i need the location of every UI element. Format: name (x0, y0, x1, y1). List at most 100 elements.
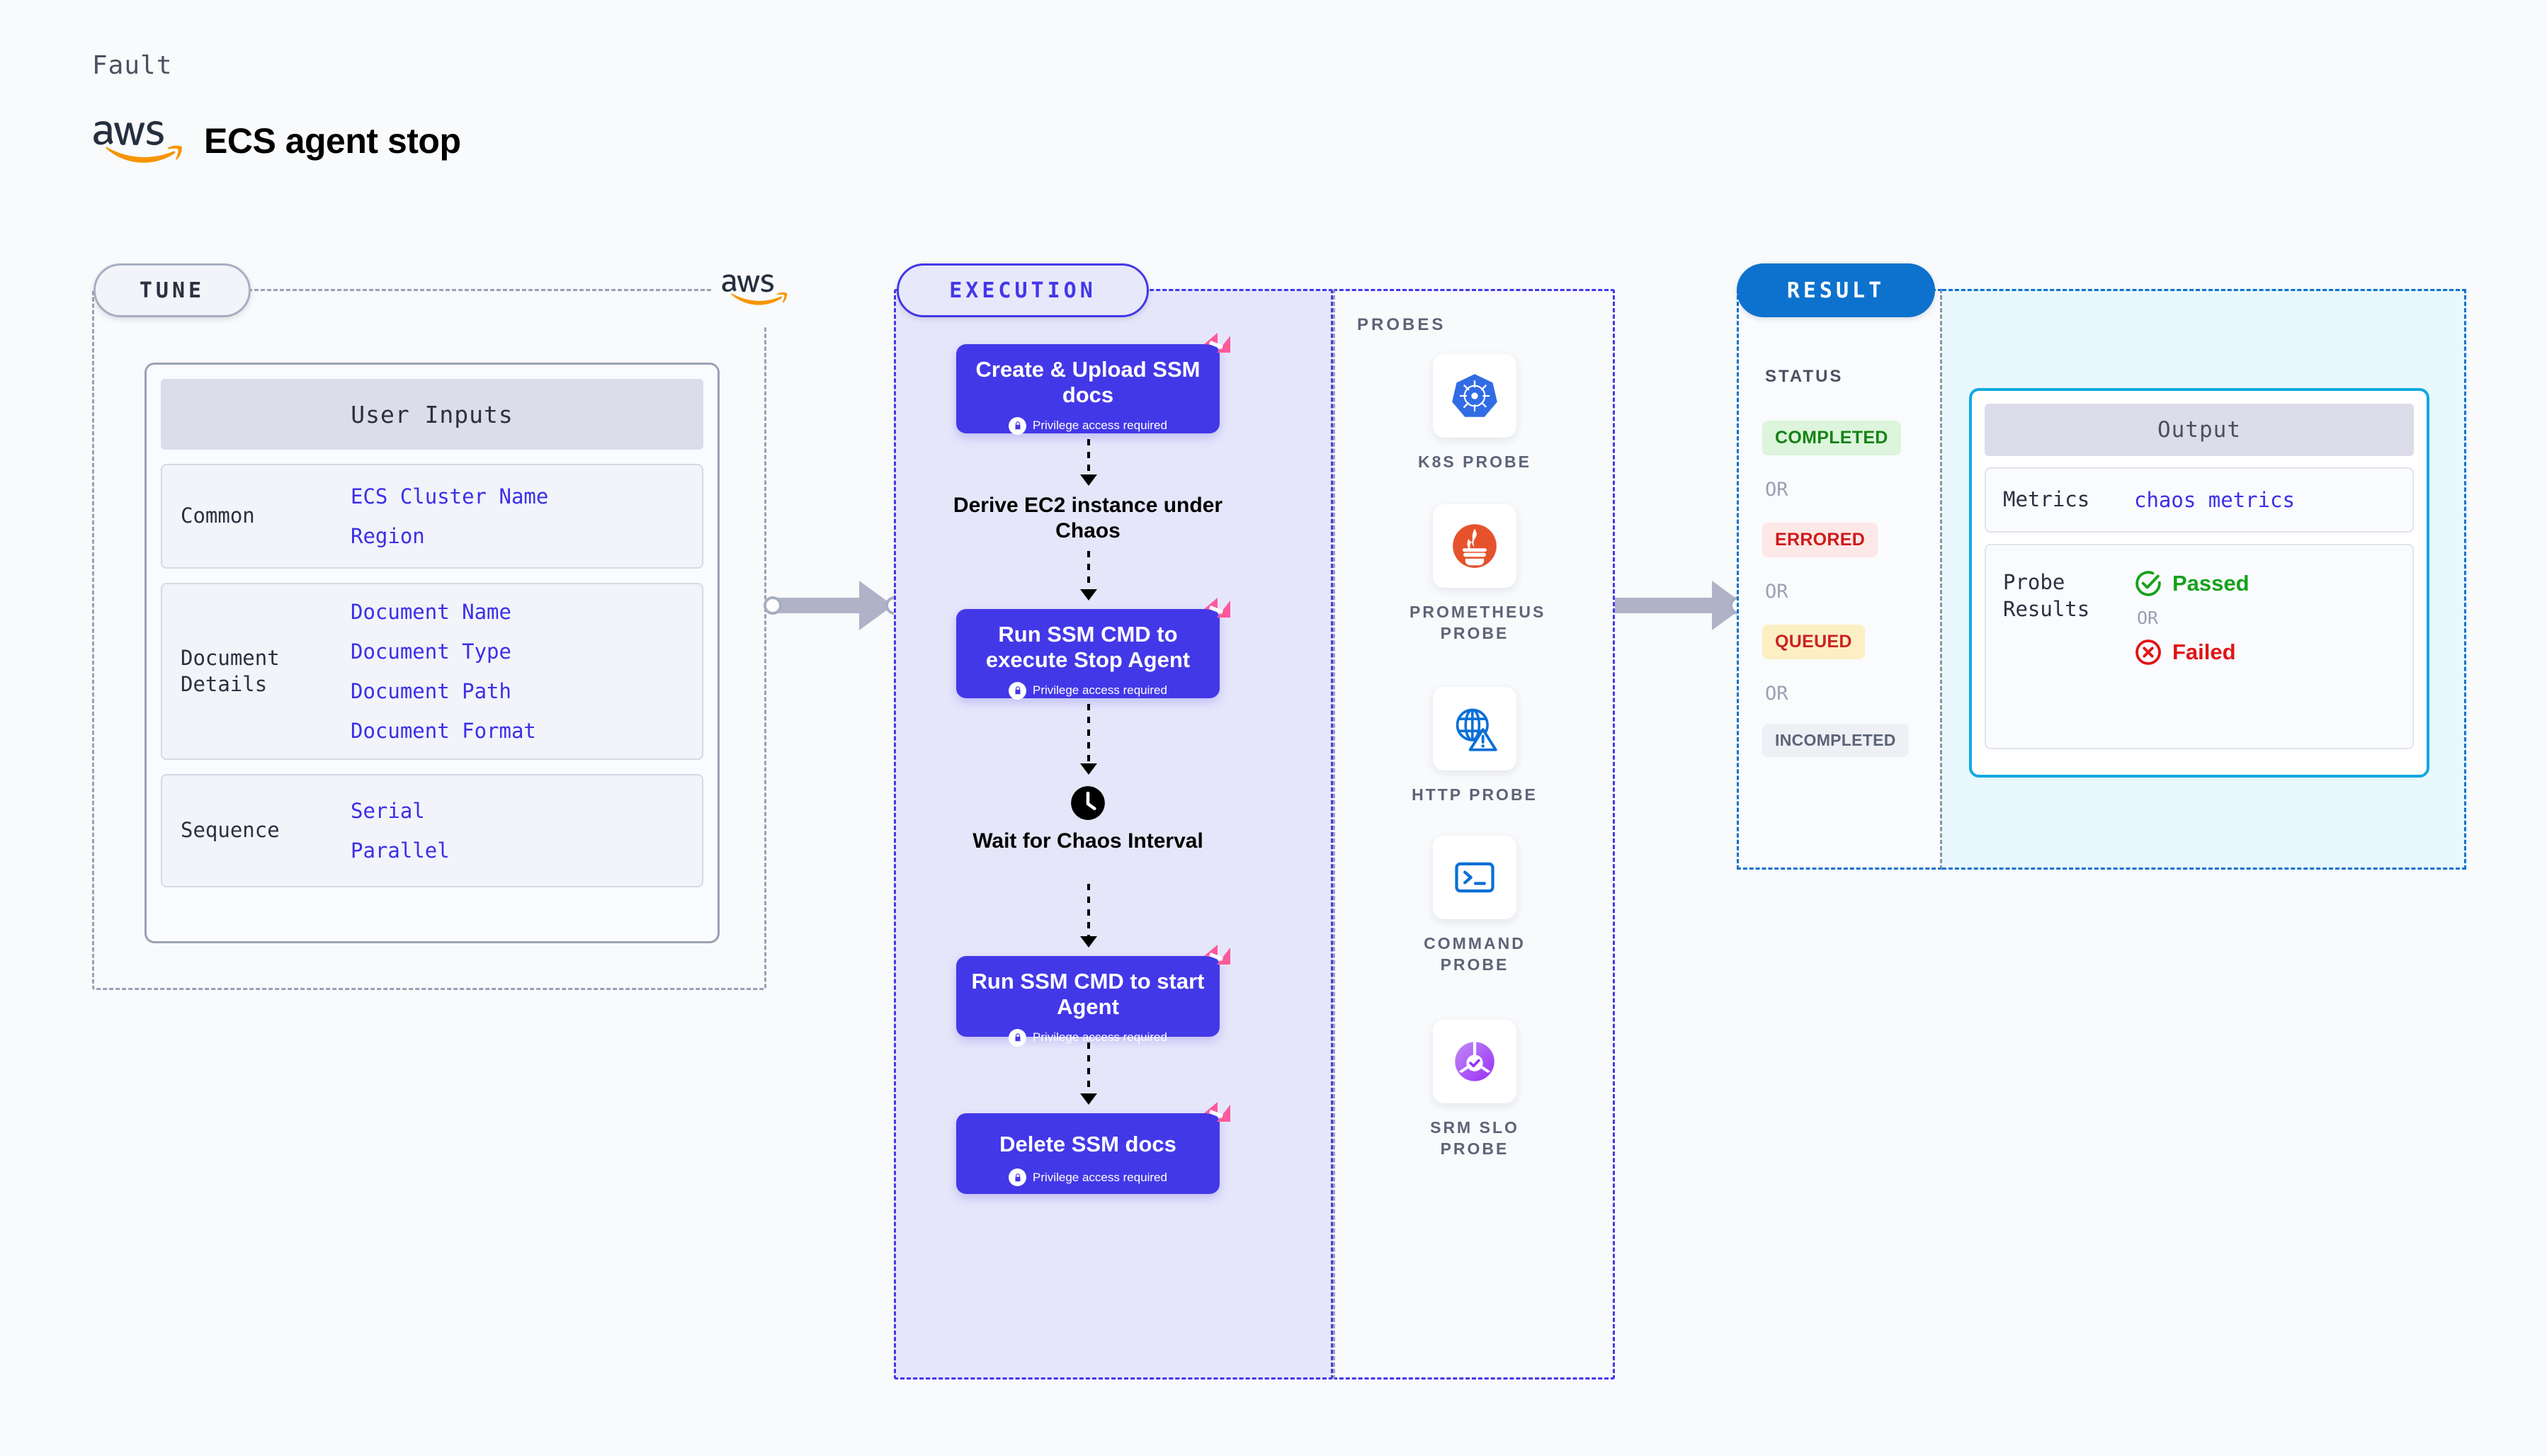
probe-tile (1433, 687, 1516, 770)
probe-result-failed: Failed (2134, 638, 2250, 666)
srm-slo-icon (1455, 1042, 1494, 1081)
tune-value[interactable]: Region (351, 524, 425, 548)
lock-icon (1009, 1168, 1027, 1187)
probes-label: PROBES (1357, 315, 1446, 334)
status-label: STATUS (1765, 367, 1844, 386)
check-circle-icon (2135, 571, 2161, 596)
status-badge-errored: ERRORED (1762, 523, 1878, 557)
aws-logo-icon (93, 120, 182, 163)
output-card: Output Metrics chaos metrics Probe Resul… (1969, 388, 2429, 778)
aws-logo-icon (722, 274, 788, 305)
page-title: ECS agent stop (91, 119, 461, 163)
tune-value[interactable]: Document Name (351, 600, 511, 624)
probe-item-http[interactable]: HTTP PROBE (1409, 687, 1540, 806)
flow-node-title: Derive EC2 instance under Chaos (953, 494, 1223, 542)
http-globe-warning-icon (1456, 708, 1497, 751)
status-or: OR (1765, 683, 1788, 705)
page-title-text: ECS agent stop (204, 121, 461, 161)
x-circle-icon (2135, 639, 2161, 665)
prometheus-icon (1453, 524, 1497, 568)
output-probe-results-key: Probe Results (2003, 570, 2090, 621)
probe-tile (1433, 354, 1516, 438)
tune-group-document-details: Document Details Document Name Document … (161, 583, 703, 760)
probe-label: PROMETHEUS PROBE (1409, 603, 1546, 642)
probe-item-prometheus[interactable]: PROMETHEUS PROBE (1409, 504, 1546, 644)
tune-value[interactable]: Document Path (351, 679, 511, 703)
probe-result-failed-label: Failed (2172, 639, 2236, 664)
flow-arrowhead (1080, 1093, 1097, 1105)
flow-connector (1087, 884, 1090, 939)
fault-kicker: Fault (92, 51, 173, 80)
flow-node-privilege: Privilege access required (968, 416, 1208, 435)
flow-connector (1087, 551, 1090, 592)
harness-flag-icon (1204, 333, 1230, 353)
kubernetes-icon (1452, 374, 1497, 417)
tune-aws-badge (713, 252, 796, 326)
lock-icon (1009, 1028, 1027, 1047)
flow-node-privilege: Privilege access required (968, 1168, 1208, 1187)
tune-value[interactable]: Serial (351, 799, 425, 823)
probe-tile (1433, 836, 1516, 919)
flow-node-run-ssm-cmd-start-agent[interactable]: Run SSM CMD to start Agent Privilege acc… (956, 945, 1230, 1047)
tune-group-label: Common (181, 504, 255, 528)
execution-panel (894, 289, 1333, 1380)
tune-group-label: Sequence (181, 818, 280, 843)
flow-connector (1087, 1042, 1090, 1096)
tune-group-common: Common ECS Cluster Name Region (161, 464, 703, 569)
clock-icon (1071, 786, 1105, 820)
probe-result-passed: Passed (2134, 569, 2250, 598)
user-inputs-title: User Inputs (161, 379, 703, 450)
probe-tile (1433, 1020, 1516, 1103)
flow-node-title: Run SSM CMD to start Agent (971, 969, 1205, 1020)
result-panel (1737, 289, 1942, 870)
flow-node-title: Run SSM CMD to execute Stop Agent (985, 622, 1191, 673)
status-badge-incompleted: INCOMPLETED (1762, 724, 1909, 757)
probes-panel (1333, 289, 1615, 1380)
tune-value[interactable]: Parallel (351, 838, 450, 863)
tune-panel (92, 289, 766, 990)
flow-node-create-upload-ssm-docs[interactable]: Create & Upload SSM docs Privilege acces… (956, 333, 1230, 435)
output-row-probe-results: Probe Results Passed OR Failed (1985, 544, 2414, 749)
flow-node-privilege: Privilege access required (968, 1028, 1208, 1047)
flow-arrowhead (1080, 589, 1097, 601)
probe-item-command[interactable]: COMMAND PROBE (1409, 836, 1540, 976)
flow-node-title: Delete SSM docs (999, 1132, 1176, 1156)
flow-node-privilege-text: Privilege access required (1033, 1170, 1167, 1184)
flow-arrowhead (1080, 936, 1097, 948)
probe-item-k8s[interactable]: K8S PROBE (1409, 354, 1540, 473)
flow-node-privilege: Privilege access required (968, 681, 1208, 700)
probe-label: SRM SLO PROBE (1430, 1118, 1519, 1158)
tune-group-label: Document Details (181, 645, 280, 696)
tune-value[interactable]: Document Format (351, 719, 536, 743)
harness-flag-icon (1204, 1102, 1230, 1122)
status-badge-queued: QUEUED (1762, 625, 1865, 659)
probe-result-passed-label: Passed (2172, 571, 2250, 596)
flow-node-delete-ssm-docs[interactable]: Delete SSM docs Privilege access require… (956, 1102, 1230, 1194)
execution-tag[interactable]: EXECUTION (897, 263, 1149, 317)
output-metrics-value[interactable]: chaos metrics (2134, 488, 2295, 512)
harness-flag-icon (1204, 945, 1230, 965)
status-badge-completed: COMPLETED (1762, 421, 1901, 455)
flow-node-title: Wait for Chaos Interval (972, 829, 1203, 853)
flow-node-privilege-text: Privilege access required (1033, 1030, 1167, 1045)
tune-value[interactable]: Document Type (351, 639, 511, 664)
terminal-icon (1455, 862, 1494, 893)
output-title: Output (1985, 404, 2414, 456)
probe-label: HTTP PROBE (1412, 785, 1538, 804)
tune-tag[interactable]: TUNE (93, 263, 251, 317)
status-or: OR (1765, 581, 1788, 603)
result-tag[interactable]: RESULT (1737, 263, 1935, 317)
flow-node-title: Create & Upload SSM docs (975, 357, 1201, 408)
flow-arrowhead (1080, 763, 1097, 775)
flow-node-wait-for-chaos-interval: Wait for Chaos Interval (928, 785, 1248, 854)
output-metrics-key: Metrics (2003, 487, 2090, 512)
probe-item-srm-slo[interactable]: SRM SLO PROBE (1409, 1020, 1540, 1160)
lock-icon (1009, 416, 1027, 435)
tune-value[interactable]: ECS Cluster Name (351, 484, 549, 508)
lock-icon (1009, 681, 1027, 700)
flow-arrowhead (1080, 474, 1097, 486)
user-inputs-card: User Inputs Common ECS Cluster Name Regi… (144, 363, 720, 943)
flow-node-run-ssm-cmd-stop-agent[interactable]: Run SSM CMD to execute Stop Agent Privil… (956, 598, 1230, 700)
flow-connector (1087, 439, 1090, 477)
